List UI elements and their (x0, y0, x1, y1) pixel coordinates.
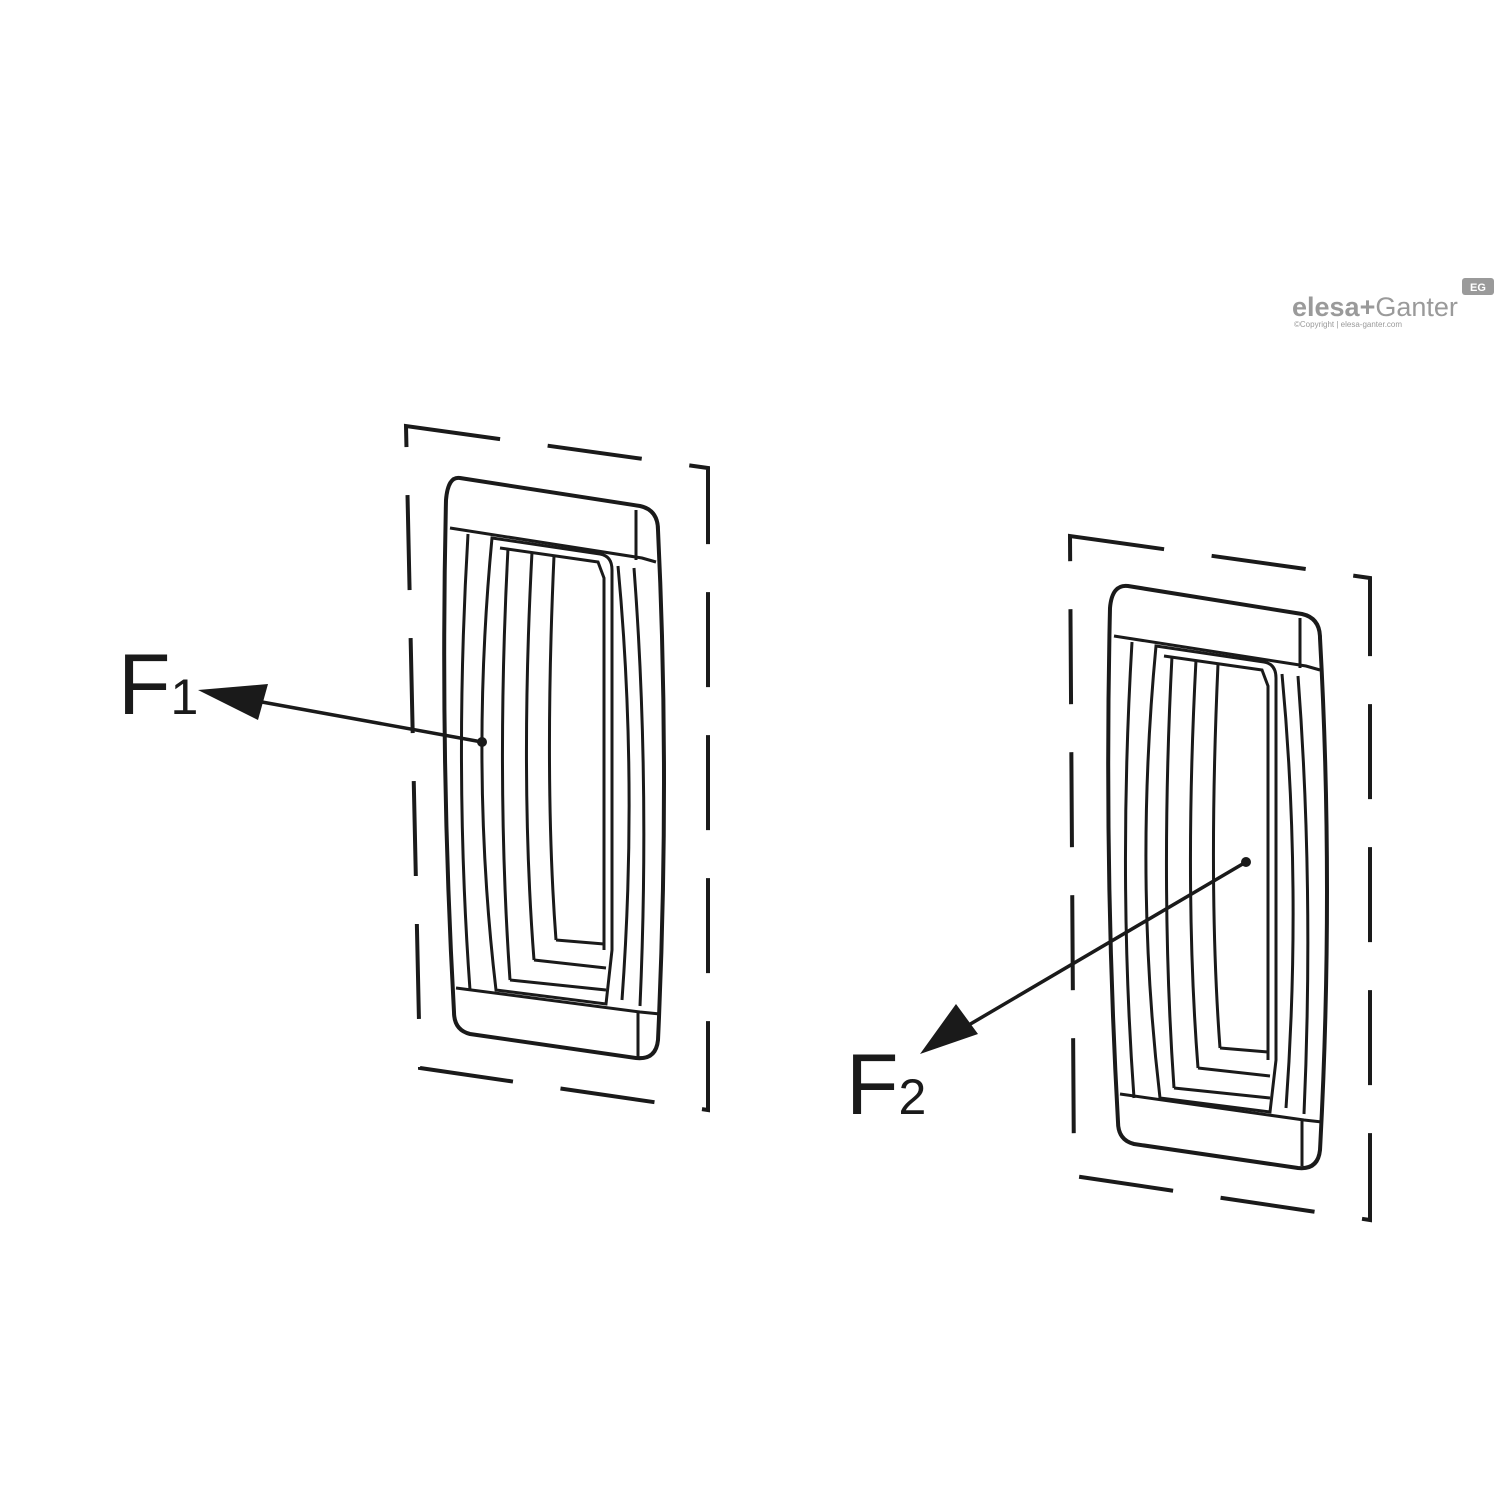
handle-left (403, 423, 710, 1113)
grip-inner-right (1163, 654, 1270, 1060)
label-f2-sub: 2 (899, 1069, 927, 1125)
logo-wordmark: elesa+Ganter (1292, 292, 1458, 322)
handle-bottom-cap-right (1119, 1092, 1323, 1124)
label-f2-main: F (846, 1037, 899, 1133)
handle-body-right (1106, 583, 1329, 1171)
elesa-ganter-logo: EG elesa+Ganter ©Copyright | elesa-gante… (1292, 278, 1494, 329)
grip-cavity-left (480, 536, 614, 1006)
logo-brand-b: Ganter (1375, 292, 1458, 322)
handle-body-left (442, 475, 666, 1061)
grip-groove-right-3 (1188, 659, 1200, 1069)
grip-step-left (509, 938, 607, 992)
grip-groove-right-4 (1211, 663, 1222, 1049)
handle-right (1067, 533, 1372, 1223)
panel-frame-left (403, 423, 710, 1113)
logo-badge-text: EG (1470, 282, 1486, 294)
arrow-f1-head (198, 684, 268, 720)
label-f1: F1 (118, 637, 198, 733)
logo-badge (1462, 278, 1494, 295)
grip-cavity-right (1144, 644, 1278, 1114)
arrow-f1 (198, 684, 483, 744)
grip-groove-left-1 (459, 533, 472, 991)
logo-plus: + (1360, 292, 1376, 322)
logo-brand-a: elesa (1292, 292, 1361, 322)
arrow-f2 (920, 860, 1247, 1054)
label-f1-sub: 1 (171, 669, 199, 725)
label-f1-main: F (118, 637, 171, 733)
grip-groove-right-1 (1123, 641, 1136, 1099)
grip-groove-right-2 (1164, 655, 1176, 1089)
grip-groove-right-5 (1280, 673, 1295, 1109)
arrow-f1-shaft (239, 696, 483, 744)
grip-groove-left-5 (616, 565, 631, 1001)
grip-groove-left-3 (524, 551, 536, 961)
grip-inner-left (499, 546, 606, 950)
arrow-f2-head (920, 1004, 978, 1054)
grip-groove-right-6 (1296, 675, 1310, 1115)
handle-top-cap-left (449, 526, 657, 564)
handle-bottom-cap-left (455, 986, 661, 1016)
grip-step-right (1173, 1046, 1271, 1100)
label-f2: F2 (846, 1037, 926, 1133)
grip-groove-left-6 (632, 567, 646, 1007)
handle-top-cap-right (1113, 634, 1321, 672)
arrow-f2-shaft (949, 860, 1247, 1038)
logo-copyright: ©Copyright | elesa-ganter.com (1294, 320, 1402, 329)
grip-groove-left-4 (547, 555, 558, 941)
grip-groove-left-2 (500, 547, 512, 981)
